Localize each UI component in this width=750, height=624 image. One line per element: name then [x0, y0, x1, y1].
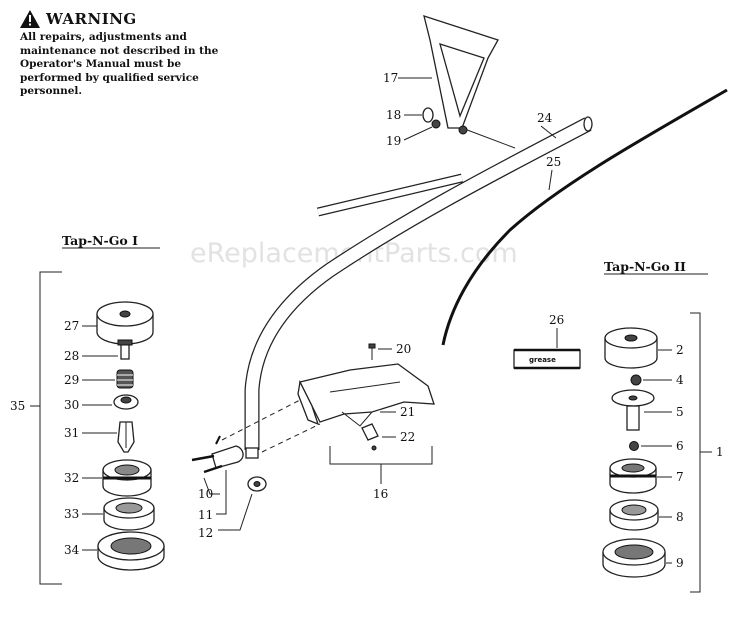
grease-label: grease: [529, 356, 556, 364]
callout-26: 26: [549, 313, 564, 327]
warning-text: All repairs, adjustments and maintenance…: [20, 31, 219, 97]
callout-1: 1: [716, 445, 724, 459]
warning-triangle-icon: [20, 10, 40, 28]
callout-4: 4: [676, 373, 684, 387]
callout-20: 20: [396, 342, 411, 356]
screw-part[interactable]: [368, 343, 376, 360]
retainer-part[interactable]: [117, 421, 135, 453]
bracket-16: [329, 446, 433, 465]
spool-cap-part[interactable]: [604, 327, 658, 369]
callout-30: 30: [64, 398, 79, 412]
hub-part[interactable]: [609, 499, 659, 531]
spring-part[interactable]: [116, 369, 134, 389]
bracket-35: [39, 271, 62, 585]
outer-spool-housing-part[interactable]: [97, 531, 165, 571]
spool-cap-part[interactable]: [96, 301, 154, 345]
callout-18: 18: [386, 108, 401, 122]
callout-17: 17: [383, 71, 398, 85]
callout-27: 27: [64, 319, 79, 333]
knob-part[interactable]: [422, 107, 441, 129]
outer-spool-housing-part[interactable]: [602, 538, 666, 578]
spindle-plate-part[interactable]: [611, 389, 655, 431]
bolt-part[interactable]: [117, 339, 133, 360]
grease-packet-part[interactable]: grease: [513, 348, 581, 370]
hub-part[interactable]: [103, 497, 155, 531]
tap-n-go-1-header: Tap-N-Go I: [62, 233, 138, 248]
washer-part[interactable]: [113, 394, 139, 410]
callout-29: 29: [64, 373, 79, 387]
line-cutter-blade-part[interactable]: [361, 423, 379, 441]
callout-31: 31: [64, 426, 79, 440]
leader-12: [218, 493, 253, 531]
small-washer-part[interactable]: [629, 441, 639, 451]
leader-11: [216, 470, 227, 515]
leader-25: [548, 169, 553, 191]
assembly-dash-line: [221, 399, 301, 441]
callout-10: 10: [198, 487, 213, 501]
callout-5: 5: [676, 405, 684, 419]
shaft-clamp-part[interactable]: [191, 435, 244, 474]
blade-screw-part[interactable]: [371, 445, 377, 451]
callout-21: 21: [400, 405, 415, 419]
callout-8: 8: [676, 510, 684, 524]
callout-2: 2: [676, 343, 684, 357]
warning-title: WARNING: [46, 10, 137, 28]
callout-6: 6: [676, 439, 684, 453]
callout-32: 32: [64, 471, 79, 485]
flex-shaft-cable[interactable]: [441, 88, 728, 346]
callout-12: 12: [198, 526, 213, 540]
small-washer-part[interactable]: [630, 374, 642, 386]
guard-shield-part[interactable]: [297, 363, 435, 427]
callout-33: 33: [64, 507, 79, 521]
tap-n-go-2-header: Tap-N-Go II: [604, 259, 686, 274]
drive-shaft-housing[interactable]: [244, 116, 593, 459]
line-spool-part[interactable]: [609, 458, 657, 494]
leader-24: [540, 125, 557, 139]
warning-heading: WARNING: [20, 10, 220, 28]
handle-part[interactable]: [423, 15, 516, 149]
warning-box: WARNING All repairs, adjustments and mai…: [20, 10, 220, 99]
callout-7: 7: [676, 470, 684, 484]
callout-34: 34: [64, 543, 80, 557]
line-spool-part[interactable]: [102, 459, 152, 497]
callout-25: 25: [546, 155, 561, 169]
callout-24: 24: [537, 111, 553, 125]
callout-19: 19: [386, 134, 401, 148]
callout-35: 35: [10, 399, 25, 413]
callout-9: 9: [676, 556, 684, 570]
callout-11: 11: [198, 508, 213, 522]
callout-28: 28: [64, 349, 79, 363]
assembly-dash-line: [261, 423, 321, 453]
callout-16: 16: [373, 487, 388, 501]
callout-22: 22: [400, 430, 415, 444]
nut-part[interactable]: [247, 476, 267, 492]
leader-19: [403, 126, 433, 141]
leader-10: [203, 477, 220, 495]
bracket-1: [690, 312, 701, 593]
